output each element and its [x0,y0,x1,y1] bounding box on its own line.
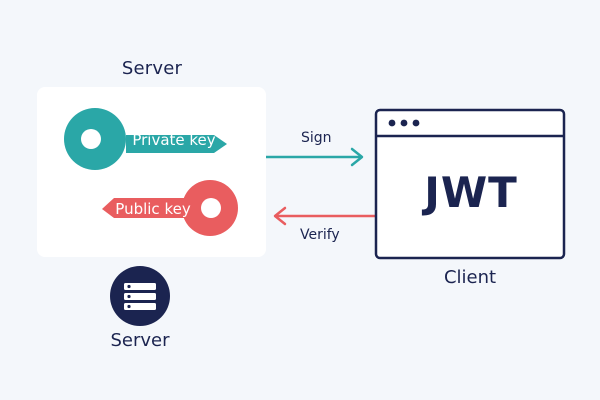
sign-label: Sign [301,130,332,146]
browser-window-icon [374,108,566,260]
public-key-icon [102,180,238,236]
client-label: Client [443,267,497,288]
jwt-token-text: JWT [424,168,518,217]
server-node-label: Server [110,330,170,351]
sign-arrow [266,147,364,167]
private-key-label: Private key [132,131,215,149]
verify-arrow [273,206,376,226]
server-box-title: Server [121,58,183,79]
private-key-icon [64,108,227,170]
public-key-label: Public key [115,200,191,218]
verify-label: Verify [300,227,340,243]
server-icon [110,266,170,326]
